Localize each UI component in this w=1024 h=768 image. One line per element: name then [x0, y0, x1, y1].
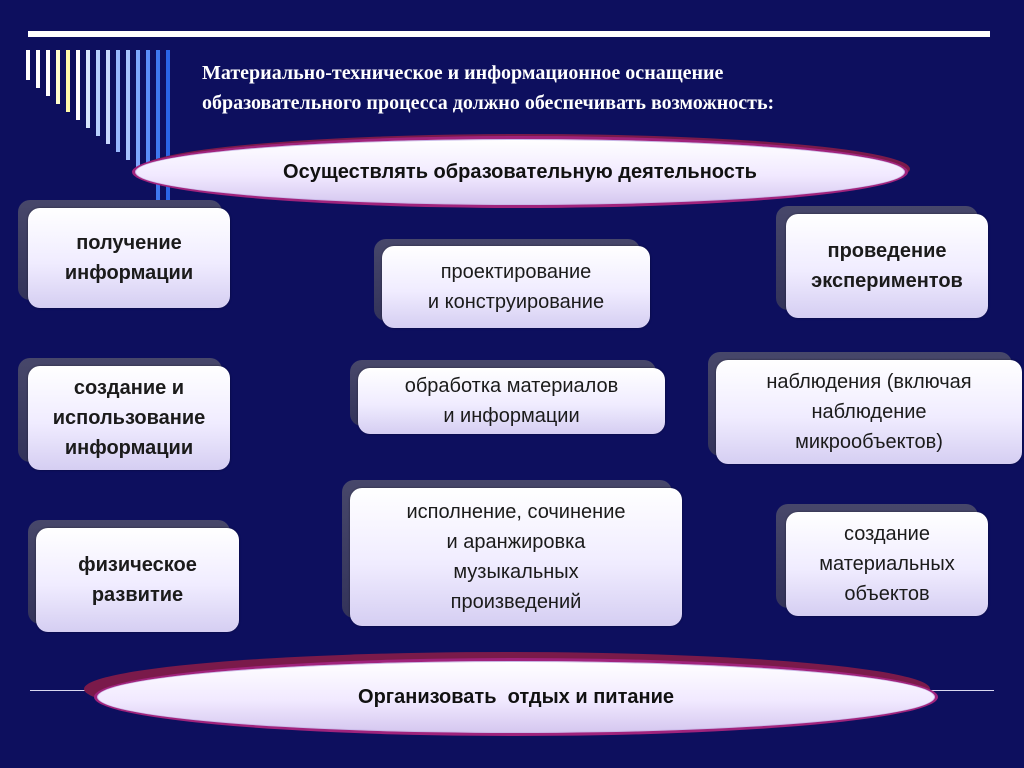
card-observations-label: наблюдения (включая наблюдение микрообъе… [766, 371, 972, 453]
card-processing-label: обработка материалов и информации [404, 375, 619, 427]
card-experiments-label: проведение экспериментов [811, 240, 963, 292]
bottom-right-line [928, 690, 994, 691]
bottom-banner-label: Организовать отдых и питание [358, 685, 674, 708]
card-info-creating-label: создание и использование информации [52, 377, 206, 459]
card-info-creating: создание и использование информации [28, 366, 230, 470]
card-physical-label: физическое развитие [78, 554, 197, 606]
card-material-objects-label: создание материальных объектов [819, 523, 955, 605]
card-info-receiving: получение информации [28, 208, 230, 308]
card-design: проектирование и конструирование [382, 246, 650, 328]
bottom-left-line [30, 690, 100, 691]
title-line-2: образовательного процесса должно обеспеч… [202, 92, 775, 114]
top-divider-line [28, 31, 990, 37]
card-processing: обработка материалов и информации [358, 368, 665, 434]
card-design-label: проектирование и конструирование [427, 261, 605, 313]
title-line-1: Материально-техническое и информационное… [202, 62, 724, 84]
card-info-receiving-label: получение информации [64, 232, 194, 284]
card-music-label: исполнение, сочинение и аранжировка музы… [406, 501, 626, 613]
bottom-banner: Организовать отдых и питание [94, 658, 938, 736]
card-physical: физическое развитие [36, 528, 239, 632]
decorative-stripes [26, 50, 176, 210]
page-title: Материально-техническое и информационное… [202, 58, 982, 118]
top-banner-label: Осуществлять образовательную деятельност… [283, 160, 757, 183]
card-music: исполнение, сочинение и аранжировка музы… [350, 488, 682, 626]
top-banner: Осуществлять образовательную деятельност… [132, 136, 908, 208]
card-observations: наблюдения (включая наблюдение микрообъе… [716, 360, 1022, 464]
card-experiments: проведение экспериментов [786, 214, 988, 318]
card-material-objects: создание материальных объектов [786, 512, 988, 616]
